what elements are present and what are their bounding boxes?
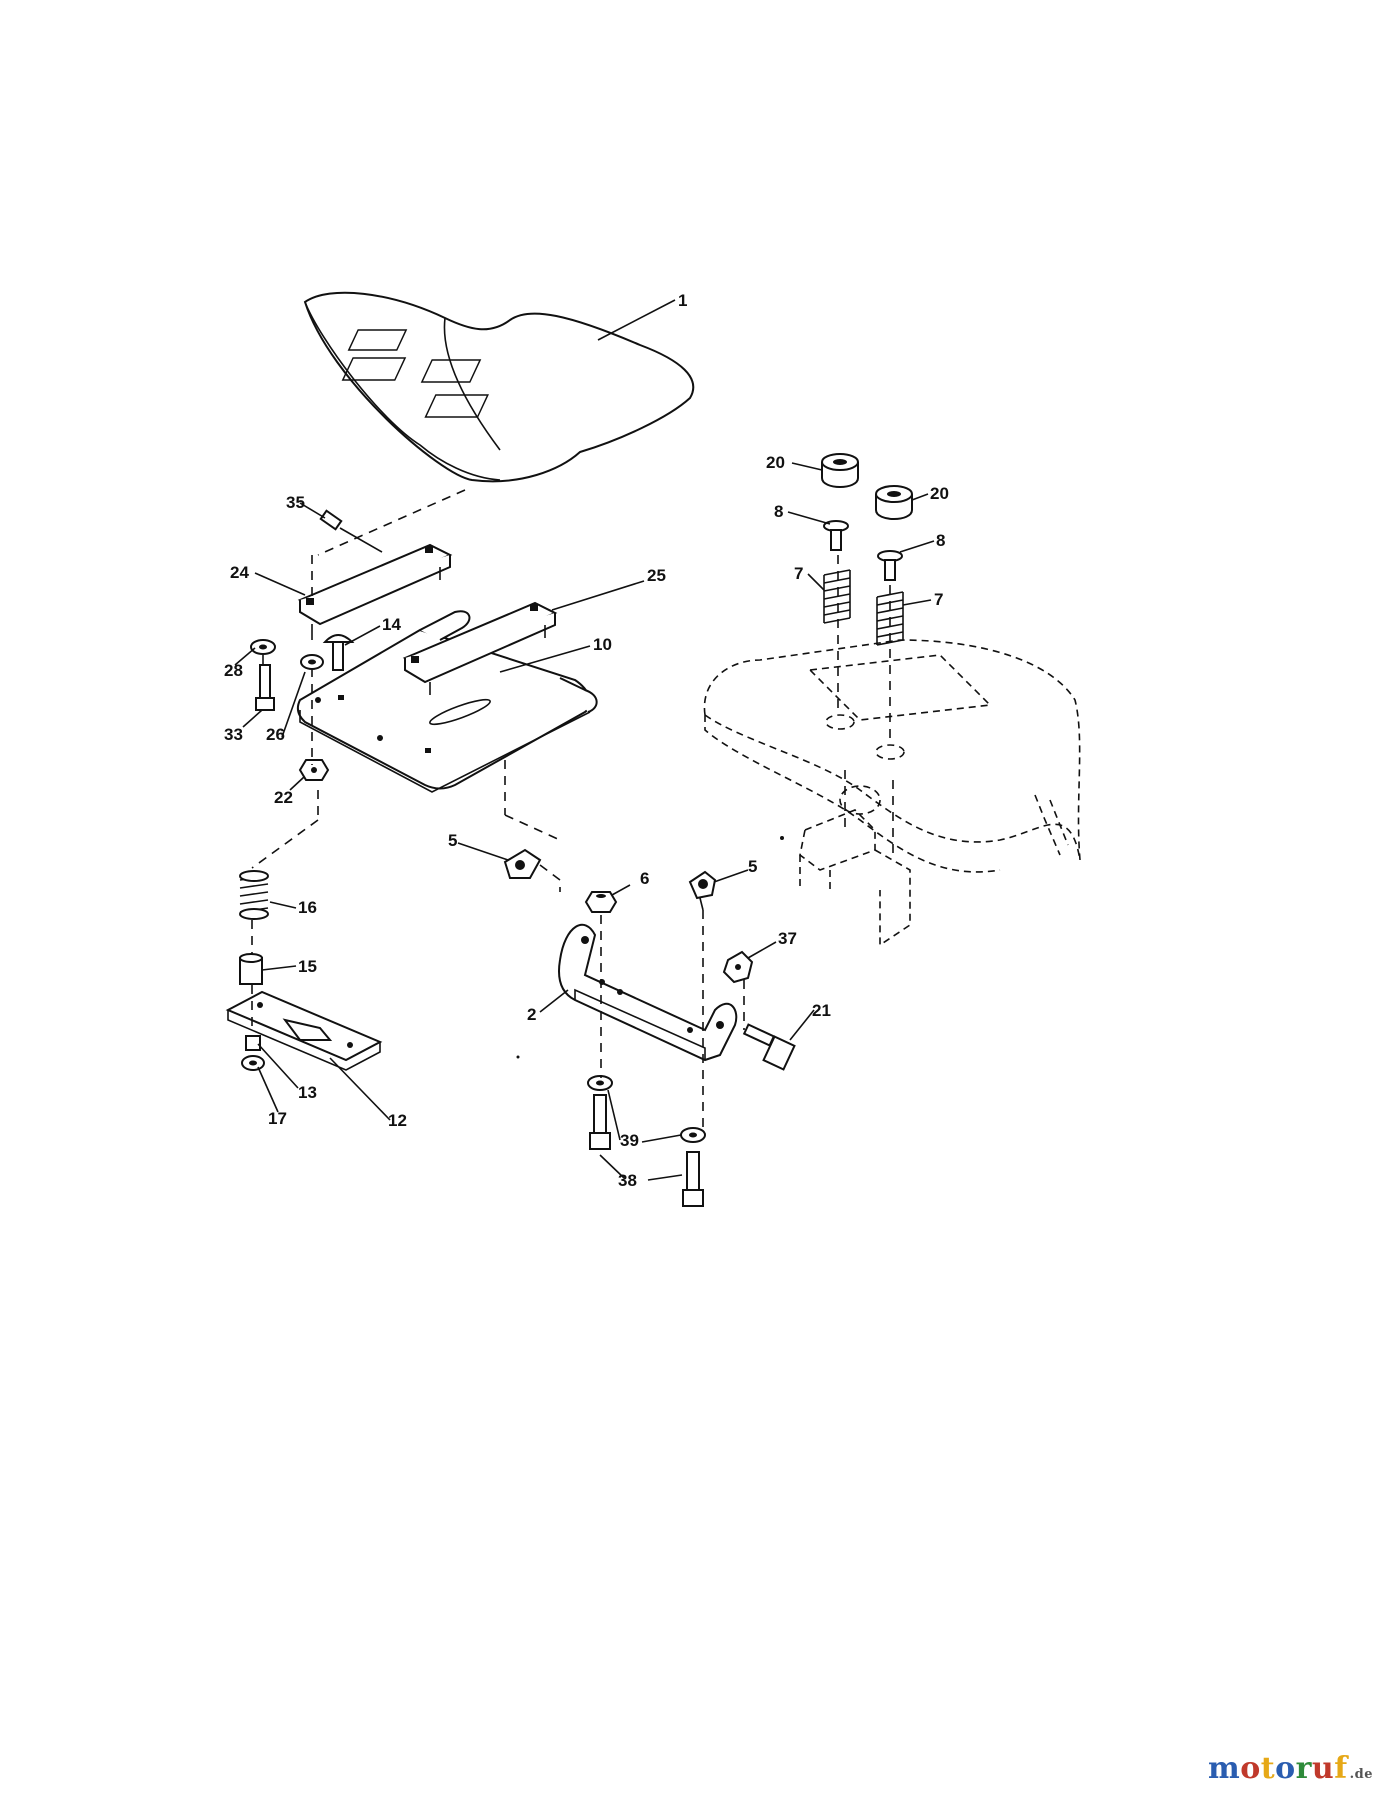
callout-1: 1 (678, 291, 687, 310)
callout-17: 17 (268, 1109, 287, 1128)
seat (303, 291, 695, 483)
callout-21: 21 (812, 1001, 831, 1020)
bumper-20-left (821, 453, 859, 488)
logo-letter: u (1311, 1751, 1335, 1786)
callout-10: 10 (593, 635, 612, 654)
callout-24: 24 (230, 563, 249, 582)
bracket-2 (558, 923, 738, 1062)
callout-7-left: 7 (794, 564, 803, 583)
callout-16: 16 (298, 898, 317, 917)
washer-26 (300, 654, 324, 670)
cable-35 (319, 509, 383, 553)
bolt-21 (742, 1023, 796, 1071)
callout-20-right: 20 (930, 484, 949, 503)
bolt-14 (322, 634, 355, 671)
nut-22 (298, 759, 330, 781)
logo-letter: f (1334, 1751, 1348, 1786)
logo-tld: .de (1349, 1767, 1373, 1782)
washer-39-right (680, 1127, 706, 1143)
washer-39-left (587, 1075, 613, 1091)
callout-8-left: 8 (774, 502, 783, 521)
callout-28: 28 (224, 661, 243, 680)
nut-13 (245, 1035, 261, 1051)
logo-letter: o (1275, 1751, 1296, 1786)
bolt-33 (255, 664, 275, 711)
callout-22: 22 (274, 788, 293, 807)
leader-lines (234, 299, 935, 1181)
callout-5-left: 5 (448, 831, 457, 850)
callout-25: 25 (647, 566, 666, 585)
callout-14: 14 (382, 615, 401, 634)
motoruf-logo: motoruf.de (1208, 1751, 1373, 1786)
callout-33: 33 (224, 725, 243, 744)
callout-5-right: 5 (748, 857, 757, 876)
callout-15: 15 (298, 957, 317, 976)
bumper-20-right (875, 485, 913, 520)
bolt-8-right (877, 550, 903, 581)
seat-rail-left (297, 543, 453, 640)
callout-8-right: 8 (936, 531, 945, 550)
callout-26: 26 (266, 725, 285, 744)
nut-37 (722, 950, 754, 984)
washer-28 (250, 639, 276, 655)
alignment-lines (251, 489, 894, 1128)
bolt-8-left (823, 520, 849, 551)
callout-labels: 1 20 20 35 8 8 24 25 7 7 10 14 28 33 26 … (224, 291, 949, 1190)
spacer-15 (239, 953, 263, 985)
callout-20-left: 20 (766, 453, 785, 472)
callout-35: 35 (286, 493, 305, 512)
clip-5-left (503, 848, 561, 892)
logo-letter: m (1207, 1751, 1241, 1786)
seat-rail-right (402, 601, 558, 695)
spring-16 (239, 870, 269, 920)
callout-13: 13 (298, 1083, 317, 1102)
clip-5-right (688, 870, 717, 911)
logo-letter: r (1295, 1751, 1312, 1786)
bolt-38-left (589, 1094, 611, 1150)
logo-letter: o (1240, 1751, 1261, 1786)
callout-2: 2 (527, 1005, 536, 1024)
spring-7-left (823, 569, 851, 624)
callout-7-right: 7 (934, 590, 943, 609)
bolt-38-right (682, 1151, 704, 1207)
washer-17 (241, 1055, 265, 1071)
callout-37: 37 (778, 929, 797, 948)
nut-6 (584, 891, 618, 913)
bracket-12 (225, 990, 383, 1071)
logo-letter: t (1260, 1751, 1276, 1786)
callout-6: 6 (640, 869, 649, 888)
callout-38: 38 (618, 1171, 637, 1190)
fender-housing (703, 639, 1081, 947)
logo-wordmark: motoruf (1208, 1751, 1348, 1786)
callout-39: 39 (620, 1131, 639, 1150)
callout-12: 12 (388, 1111, 407, 1130)
